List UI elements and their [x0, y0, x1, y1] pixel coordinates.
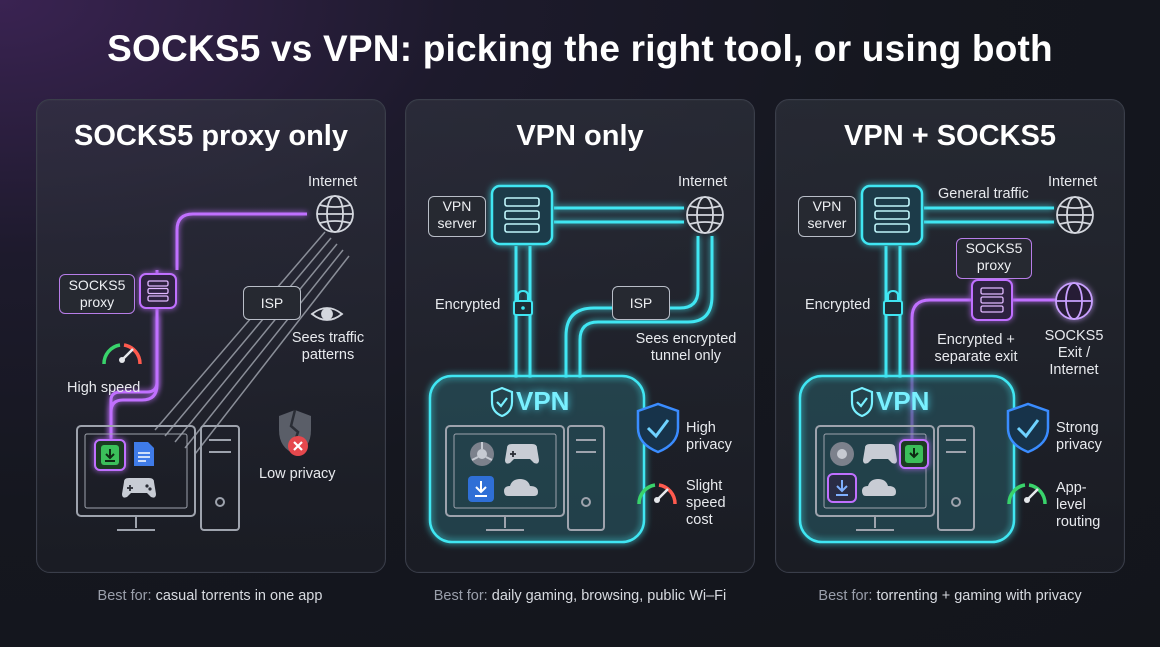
close-icon: [288, 436, 308, 456]
download-icon: [468, 476, 494, 502]
footer-prefix: Best for:: [818, 588, 873, 604]
vpn-label: VPN: [876, 386, 930, 416]
privacy-label: Strong privacy: [1056, 420, 1102, 453]
cloud-icon: [504, 479, 538, 496]
encrypted-separate-exit-label: Encrypted + separate exit: [934, 332, 1018, 365]
privacy-label: Low privacy: [259, 466, 336, 482]
speedometer-icon: [102, 343, 142, 365]
socks5-proxy-label: SOCKS5 proxy: [59, 274, 135, 314]
encrypted-label: Encrypted: [805, 297, 871, 313]
combined-connection-diagram: [798, 184, 1094, 544]
speed-label: High speed: [67, 380, 141, 396]
footer-panel-3: Best for: torrenting + gaming with priva…: [760, 588, 1140, 604]
eye-icon: [310, 307, 344, 321]
footer-text: daily gaming, browsing, public Wi–Fi: [491, 588, 727, 604]
computer-monitor-icon: [76, 425, 240, 531]
server-icon: [139, 273, 177, 309]
globe-icon: [686, 196, 724, 234]
computer-monitor-icon: [815, 425, 975, 531]
internet-label: Internet: [678, 174, 728, 190]
panel-title: VPN + SOCKS5: [844, 120, 1056, 152]
shield-icon: [490, 386, 514, 418]
browser-icon: [470, 442, 494, 466]
server-icon: [860, 184, 924, 246]
internet-label: Internet: [1048, 174, 1098, 190]
shield-check-icon: [636, 402, 680, 454]
download-app-icon: [94, 439, 126, 471]
shield-check-icon: [1006, 402, 1050, 454]
shield-icon: [850, 386, 874, 418]
general-traffic-label: General traffic: [938, 186, 1029, 202]
download-icon: [827, 473, 857, 503]
server-icon: [490, 184, 554, 246]
footer-panel-2: Best for: daily gaming, browsing, public…: [390, 588, 770, 604]
speedometer-icon: [1007, 483, 1047, 505]
routing-label: App-level routing: [1056, 480, 1101, 530]
vpn-server-label: VPN server: [798, 196, 856, 237]
browser-icon: [830, 442, 854, 466]
panel-title: SOCKS5 proxy only: [74, 120, 348, 152]
panel-vpn-plus-socks5: VPN + SOCKS5: [775, 99, 1125, 573]
footer-text: torrenting + gaming with privacy: [876, 588, 1082, 604]
vpn-label: VPN: [516, 386, 570, 416]
footer-prefix: Best for:: [97, 588, 152, 604]
page-title: SOCKS5 vs VPN: picking the right tool, o…: [107, 28, 1053, 69]
encrypted-label: Encrypted: [435, 297, 501, 313]
isp-note: Sees traffic patterns: [291, 330, 365, 363]
computer-monitor-icon: [445, 425, 605, 531]
internet-label: Internet: [308, 174, 358, 190]
socks5-proxy-label: SOCKS5 proxy: [956, 238, 1032, 279]
panel-vpn-only: VPN only: [405, 99, 755, 573]
speed-label: Slight speed cost: [686, 478, 726, 528]
isp-note: Sees encrypted tunnel only: [635, 331, 737, 364]
cloud-icon: [862, 479, 896, 496]
footer-text: casual torrents in one app: [155, 588, 323, 604]
socks5-connection-diagram: [76, 195, 354, 531]
proxy-server-icon: [971, 279, 1013, 321]
document-icon: [134, 442, 154, 466]
vpn-connection-diagram: [428, 184, 724, 544]
gamepad-icon: [863, 444, 897, 464]
socks5-exit-label: SOCKS5 Exit / Internet: [1044, 328, 1104, 378]
speedometer-icon: [637, 483, 677, 505]
footer-panel-1: Best for: casual torrents in one app: [20, 588, 400, 604]
panel-title: VPN only: [516, 120, 644, 152]
globe-icon: [316, 195, 354, 233]
download-app-icon: [899, 439, 929, 469]
footer-prefix: Best for:: [433, 588, 488, 604]
vpn-server-label: VPN server: [428, 196, 486, 237]
isp-box: ISP: [612, 286, 670, 320]
panel-socks5-only: SOCKS5 proxy only: [36, 99, 386, 573]
globe-icon: [1056, 196, 1094, 234]
gamepad-icon: [505, 444, 539, 464]
exit-globe-icon: [1055, 282, 1093, 320]
gamepad-icon: [122, 478, 156, 498]
isp-box: ISP: [243, 286, 301, 320]
privacy-label: High privacy: [686, 420, 732, 453]
lock-icon: [883, 289, 903, 316]
lock-icon: [513, 289, 533, 316]
